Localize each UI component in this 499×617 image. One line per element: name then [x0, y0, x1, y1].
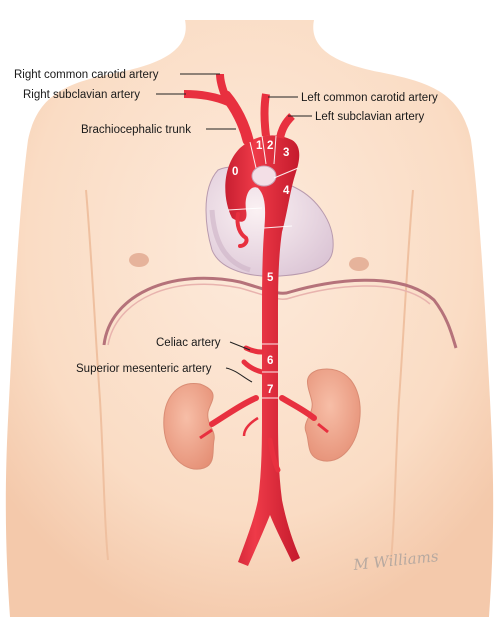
- leader-celiac: [229, 341, 251, 351]
- label-right-common-carotid: Right common carotid artery: [14, 69, 159, 81]
- label-left-subclavian: Left subclavian artery: [315, 111, 425, 123]
- superior-mesenteric-vessel: [241, 359, 265, 375]
- zone-line-4-5: [263, 225, 293, 229]
- right-common-carotid-vessel: [216, 73, 230, 100]
- zone-line-0-1: [249, 141, 257, 169]
- right-nipple: [349, 257, 369, 271]
- label-brachiocephalic: Brachiocephalic trunk: [81, 124, 191, 136]
- heart-shade: [209, 209, 251, 273]
- left-nipple: [129, 253, 149, 267]
- segment-3: 3: [283, 147, 289, 159]
- diaphragm: [102, 276, 458, 349]
- inferior-mesenteric-vessel: [267, 437, 281, 473]
- label-right-subclavian: Right subclavian artery: [23, 89, 140, 101]
- label-left-common-carotid: Left common carotid artery: [301, 92, 438, 104]
- zone-line-3-4: [273, 167, 299, 179]
- pulmonary-trunk: [251, 165, 277, 187]
- label-celiac: Celiac artery: [156, 337, 221, 349]
- zone-line-1-2: [261, 135, 267, 165]
- segment-1: 1: [256, 140, 263, 152]
- right-renal-vein: [317, 422, 329, 434]
- right-subclavian-vessel: [183, 90, 230, 106]
- right-renal-artery: [279, 395, 317, 421]
- left-renal-vein: [199, 428, 213, 440]
- segment-6: 6: [267, 355, 273, 367]
- left-common-carotid-vessel: [260, 93, 270, 137]
- segment-7: 7: [267, 384, 273, 396]
- left-subclavian-vessel: [276, 113, 295, 139]
- segment-0: 0: [232, 166, 238, 178]
- zone-line-2-3: [273, 135, 277, 165]
- zone-line-root: [227, 207, 263, 211]
- left-kidney: [163, 383, 215, 470]
- right-kidney: [304, 368, 361, 462]
- torso: [5, 20, 494, 617]
- label-superior-mesenteric: Superior mesenteric artery: [76, 363, 212, 375]
- gonadal-artery: [242, 416, 259, 437]
- right-arm-contour: [390, 189, 414, 561]
- left-renal-artery: [209, 395, 259, 427]
- left-arm-contour: [85, 189, 109, 561]
- segment-5: 5: [267, 272, 274, 284]
- segment-4: 4: [283, 185, 290, 197]
- segment-2: 2: [267, 140, 273, 152]
- leader-superior-mesenteric: [225, 367, 253, 383]
- coronary-artery: [235, 212, 249, 248]
